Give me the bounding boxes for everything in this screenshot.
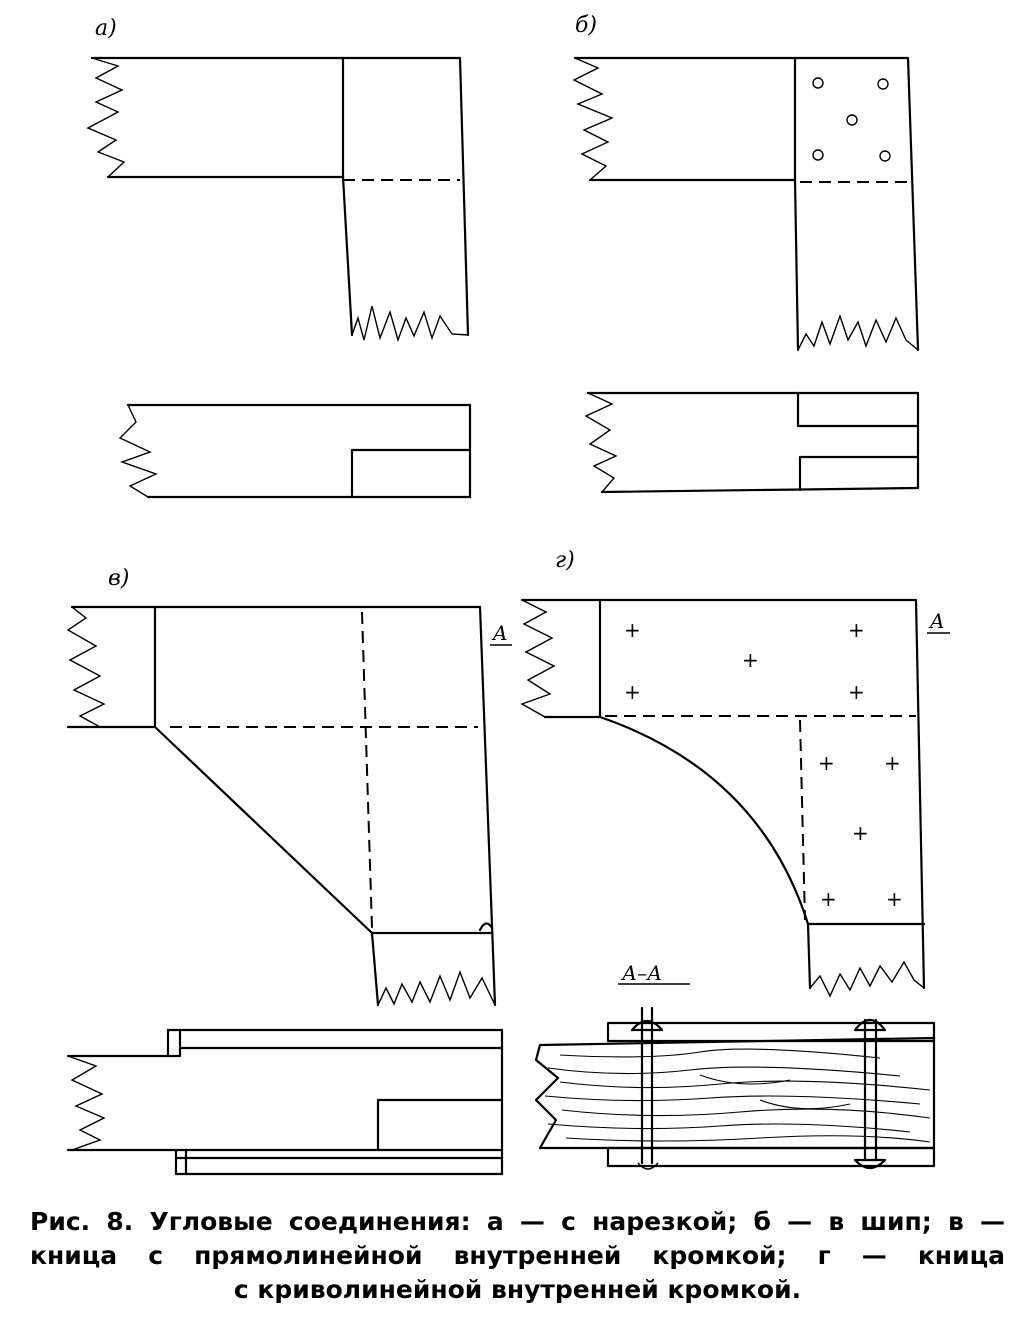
broken-edge-side-b [584, 392, 618, 493]
caption-line-2: кница с прямолинейной внутренней кромкой… [30, 1241, 1005, 1270]
svg-text:+: + [852, 821, 869, 845]
broken-edge-left-b [572, 57, 614, 181]
broken-edge-left [86, 57, 126, 178]
caption-line-3: с криволинейной внутренней кромкой. [233, 1275, 802, 1304]
svg-text:+: + [848, 618, 865, 642]
rivet-marks: + + + + + + + + + + [624, 618, 903, 911]
dowel-holes [812, 77, 891, 162]
broken-edge-bottom [351, 305, 469, 343]
section-a-a: А–А [534, 961, 936, 1170]
svg-text:+: + [624, 618, 641, 642]
panel-a-side-view [118, 403, 472, 499]
panel-b: б) [572, 13, 920, 494]
panel-c-label: в) [108, 566, 129, 591]
gusset-curved-edge [598, 715, 810, 926]
section-label: А–А [620, 961, 662, 985]
panel-b-plan-view [572, 56, 920, 352]
figure-caption: Рис. 8. Угловые соединения: а — с нарезк… [30, 1205, 1005, 1307]
panel-c-side-view [66, 1028, 504, 1176]
svg-text:+: + [884, 751, 901, 775]
broken-edge-side-c [67, 1055, 106, 1151]
panel-b-label: б) [575, 13, 597, 38]
panel-a: а) [86, 16, 472, 499]
panel-d-section-mark: A [928, 609, 944, 633]
rivet-right [853, 1018, 887, 1170]
panel-d: г) A + + + + + + + + + + [520, 548, 950, 1170]
svg-text:+: + [818, 751, 835, 775]
svg-text:+: + [886, 887, 903, 911]
panel-a-plan-view [86, 56, 470, 343]
caption-line-1: Рис. 8. Угловые соединения: а — с нарезк… [30, 1207, 1005, 1236]
wood-grain [544, 1048, 931, 1143]
panel-d-label: г) [555, 548, 575, 573]
rivet-left [630, 1006, 664, 1170]
gusset-straight-edge [153, 725, 374, 935]
panel-b-side-view [584, 391, 920, 494]
broken-edge-left-c [66, 606, 106, 728]
svg-text:+: + [820, 887, 837, 911]
panel-c: в) A [66, 566, 512, 1176]
broken-edge-bottom-b [797, 313, 919, 351]
broken-edge-bottom-d [809, 960, 925, 998]
broken-edge-side-a [118, 404, 158, 498]
broken-edge-left-d [520, 599, 556, 718]
svg-text:+: + [624, 680, 641, 704]
panel-c-section-mark: A [491, 621, 507, 645]
broken-edge-bottom-c [377, 969, 496, 1006]
panel-c-plan-view [66, 605, 497, 1007]
svg-text:+: + [742, 648, 759, 672]
panel-d-plan-view: + + + + + + + + + + [520, 598, 926, 998]
panel-a-label: а) [95, 16, 117, 41]
svg-text:+: + [848, 680, 865, 704]
